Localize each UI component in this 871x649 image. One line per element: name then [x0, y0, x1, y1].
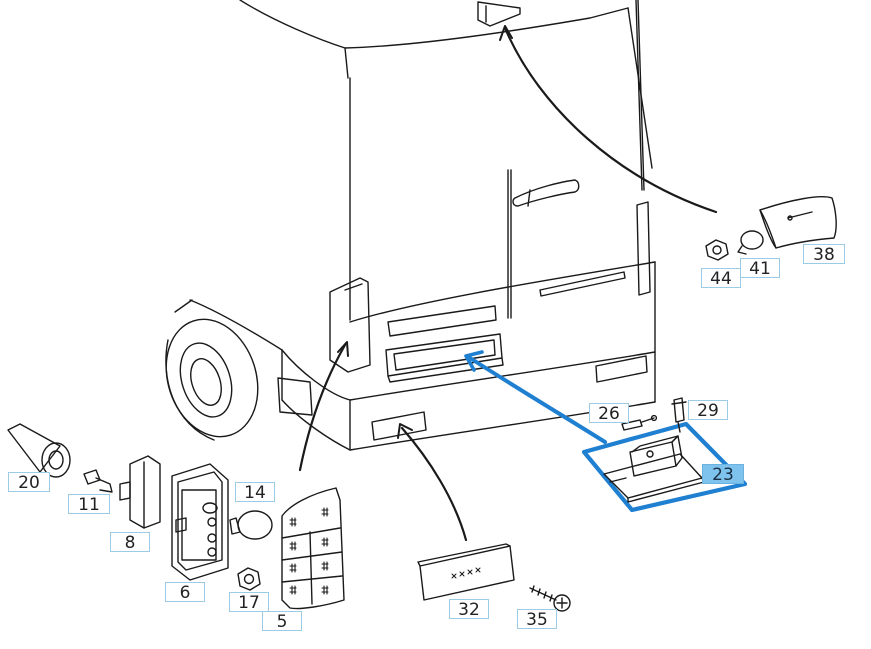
van-left-tail-light [329, 277, 371, 373]
part-5-tail-light-lens [281, 487, 345, 610]
van-body-outline [174, 0, 656, 451]
part-11-connector [83, 469, 113, 493]
part-label-29[interactable]: 29 [688, 400, 728, 421]
part-32-reflector [417, 543, 515, 601]
part-label-41[interactable]: 41 [740, 258, 780, 279]
part-label-17[interactable]: 17 [229, 592, 269, 613]
rear-wheel [165, 318, 259, 441]
part-label-44[interactable]: 44 [701, 268, 741, 289]
part-44-nut [705, 239, 729, 261]
part-label-32[interactable]: 32 [449, 599, 489, 620]
part-20-grommet [7, 423, 71, 478]
part-8-socket [119, 455, 161, 529]
part-label-38[interactable]: 38 [803, 244, 845, 265]
part-label-35[interactable]: 35 [517, 609, 557, 630]
part-26-bulb [621, 414, 658, 431]
part-label-5[interactable]: 5 [262, 611, 302, 632]
part-41-bulb [737, 230, 764, 255]
part-label-23-selected[interactable]: 23 [702, 464, 744, 485]
part-38-lamp-cover [759, 196, 837, 249]
part-label-11[interactable]: 11 [68, 494, 110, 515]
part-label-8[interactable]: 8 [110, 532, 150, 553]
part-6-bulb-carrier [171, 463, 229, 581]
part-label-26[interactable]: 26 [589, 403, 629, 424]
part-label-14[interactable]: 14 [235, 482, 275, 503]
part-14-bulb [229, 510, 273, 540]
part-29-bulb [671, 397, 687, 433]
part-label-20[interactable]: 20 [8, 472, 50, 493]
part-17-nut [237, 567, 261, 591]
leader-arrows [298, 25, 718, 542]
part-label-6[interactable]: 6 [165, 582, 205, 603]
selected-part-arrow [464, 350, 748, 513]
part-35-screw [529, 585, 571, 612]
